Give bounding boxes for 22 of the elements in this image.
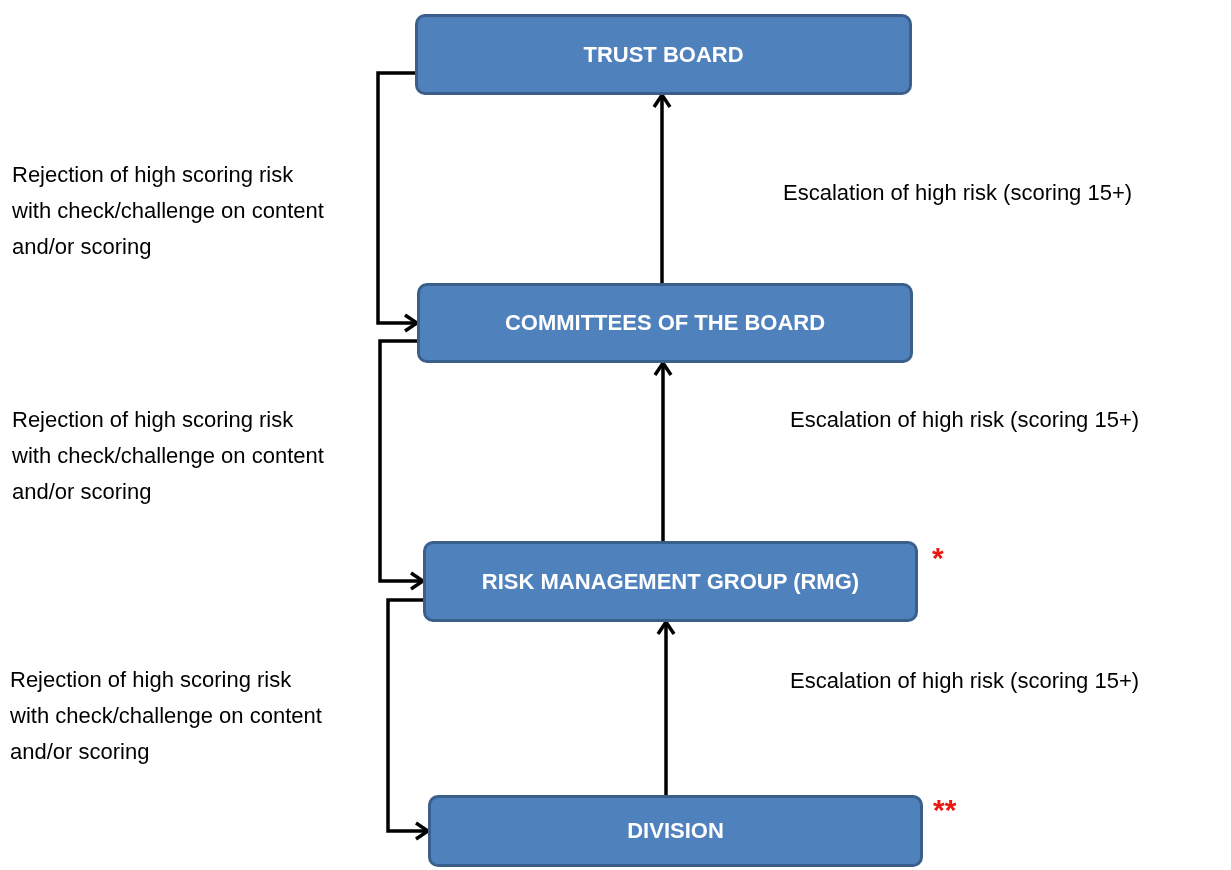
arrow [656, 620, 676, 795]
box-label: DIVISION [627, 818, 724, 844]
arrow [653, 361, 673, 541]
arrow [386, 598, 430, 841]
arrow [378, 339, 425, 591]
annotation-text: Escalation of high risk (scoring 15+) [790, 406, 1140, 434]
footnote-mark: ** [933, 795, 957, 825]
arrow [652, 93, 672, 283]
process-box [417, 283, 913, 363]
box-label: TRUST BOARD [583, 41, 744, 68]
edge-label: Rejection of high scoring risk with check/challenge on content and/or scoring [12, 161, 325, 261]
annotation-text: Escalation of high risk (scoring 15+) [790, 667, 1140, 695]
process-box [428, 795, 923, 867]
footnote-mark: * [932, 543, 944, 573]
annotation-text: Escalation of high risk (scoring 15+) [783, 179, 1133, 207]
process-box [415, 14, 912, 95]
box-label: COMMITTEES OF THE BOARD [504, 310, 826, 336]
edge-label: Rejection of high scoring risk with check/challenge on content and/or scoring [10, 666, 323, 766]
arrow [376, 71, 419, 333]
edge-label: Rejection of high scoring risk with check/challenge on content and/or scoring [12, 406, 325, 506]
process-box [423, 541, 918, 622]
box-label: RISK MANAGEMENT GROUP (RMG) [481, 568, 860, 595]
